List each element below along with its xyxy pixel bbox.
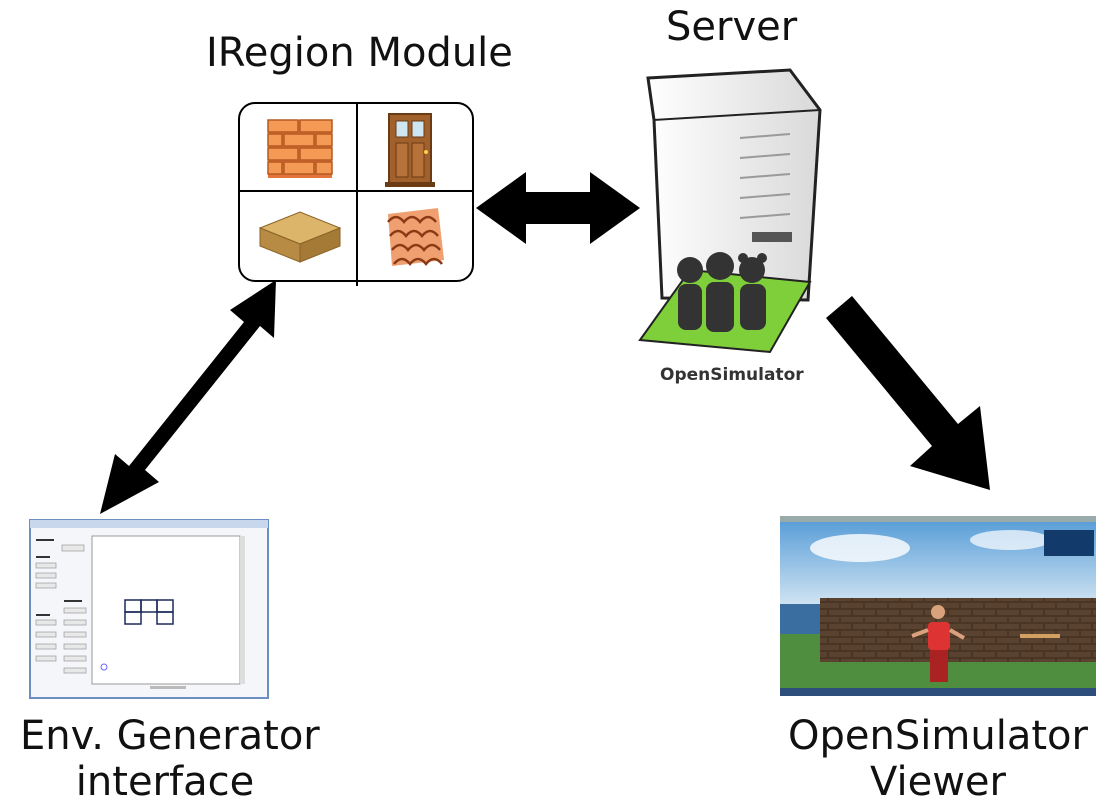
server-icon (646, 68, 822, 302)
viewer-label-line2: Viewer (870, 759, 1006, 805)
arrow-server-viewer (826, 296, 990, 490)
iregion-module-title: IRegion Module (206, 30, 513, 76)
env-generator-label-line1: Env. Generator (20, 713, 320, 759)
viewer-screenshot (780, 516, 1096, 696)
block-icon (258, 211, 342, 263)
server-title: Server (666, 4, 798, 50)
arrow-module-env-generator (100, 280, 276, 514)
brick-wall-icon (267, 119, 333, 178)
door-icon (385, 113, 435, 187)
arrow-module-server (476, 172, 640, 244)
env-generator-label: Env. Generator interface (20, 713, 320, 805)
roof-tiles-icon (387, 208, 444, 266)
avatar (911, 605, 965, 682)
viewer-label: OpenSimulator Viewer (780, 713, 1096, 805)
viewer-label-line1: OpenSimulator (788, 713, 1088, 759)
env-generator-screenshot (29, 519, 269, 699)
opensimulator-logo (638, 252, 812, 354)
env-generator-label-line2: interface (75, 759, 255, 805)
opensimulator-logo-text: OpenSimulator (660, 365, 804, 385)
iregion-module-box (238, 102, 474, 286)
